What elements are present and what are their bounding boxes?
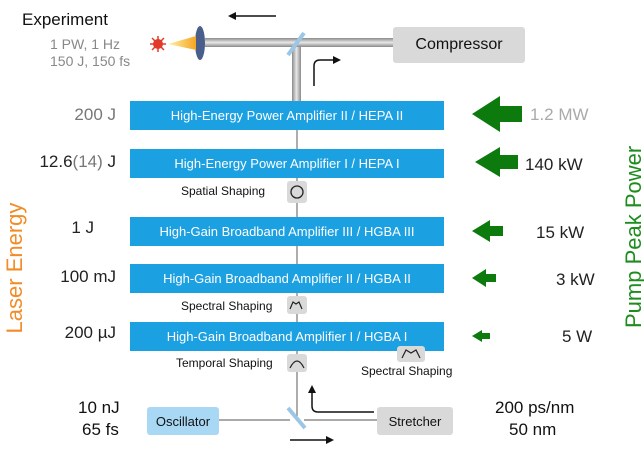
- pump-arrow-hepa2: [472, 96, 522, 132]
- pump-power-hgba3: 15 kW: [536, 223, 585, 242]
- amplifier-hgba2-label: High-Gain Broadband Amplifier II / HGBA …: [163, 271, 411, 286]
- energy-hepa1-unit: J: [102, 152, 116, 171]
- amplifier-hepa2-label: High-Energy Power Amplifier II / HEPA II: [170, 108, 404, 123]
- stretcher-spec-line2: 50 nm: [509, 420, 557, 439]
- stretcher-box: Stretcher: [377, 407, 453, 435]
- pump-power-hgba2: 3 kW: [556, 270, 595, 289]
- stretcher-return-arrow: [311, 388, 374, 413]
- compressor-label: Compressor: [415, 36, 503, 53]
- spectral-side-label: Spectral Shaping: [361, 364, 453, 378]
- spatial-shaping-label: Spatial Shaping: [181, 184, 266, 198]
- vertical-beam-pipe: [292, 47, 301, 101]
- spectrum-profile-icon: [289, 301, 303, 310]
- amplifier-hepa1: High-Energy Power Amplifier I / HEPA I: [130, 149, 444, 178]
- experiment-title: Experiment: [22, 10, 108, 29]
- pump-arrow-hepa1: [475, 147, 518, 177]
- temporal-shaping-label: Temporal Shaping: [176, 356, 273, 370]
- spectral-shaping-label: Spectral Shaping: [181, 299, 273, 313]
- energy-hgba2: 100 mJ: [60, 267, 116, 286]
- experiment-line2: 150 J, 150 fs: [50, 53, 131, 69]
- focused-beam: [168, 36, 196, 50]
- compressor-box: Compressor: [393, 27, 525, 63]
- spatial-shaping-box: [287, 181, 307, 203]
- top-mirror: [286, 31, 306, 57]
- laser-target-starburst: [150, 36, 166, 52]
- spectral-shaping-box: [287, 296, 307, 314]
- oscillator-label: Oscillator: [155, 413, 211, 429]
- pump-power-hepa1: 140 kW: [525, 155, 583, 174]
- oscillator-energy-line1: 10 nJ: [78, 398, 120, 417]
- amplifier-hgba2: High-Gain Broadband Amplifier II / HGBA …: [130, 264, 444, 293]
- stretcher-spec-line1: 200 ps/nm: [495, 398, 575, 417]
- compressor-turn-arrow: [313, 59, 338, 86]
- amplifier-hepa1-label: High-Energy Power Amplifier I / HEPA I: [174, 156, 400, 171]
- circle-aperture-icon: [290, 185, 304, 199]
- energy-hepa2: 200 J: [74, 105, 116, 124]
- pump-arrow-hgba2: [472, 269, 496, 287]
- bottom-mirror: [286, 406, 307, 430]
- energy-hgba1: 200 µJ: [64, 323, 116, 342]
- amplifier-hgba1-label: High-Gain Broadband Amplifier I / HGBA I: [166, 329, 408, 344]
- oscillator-energy-line2: 65 fs: [82, 420, 119, 439]
- laser-energy-axis-title: Laser Energy: [2, 202, 27, 334]
- amplifier-hepa2: High-Energy Power Amplifier II / HEPA II: [130, 101, 444, 130]
- pump-arrow-hgba1: [472, 330, 490, 342]
- energy-hepa1: 12.6(14) J: [6, 152, 116, 172]
- amplifier-hgba3-label: High-Gain Broadband Amplifier III / HGBA…: [159, 224, 415, 239]
- temporal-profile-icon: [289, 360, 305, 369]
- pump-power-hgba1: 5 W: [562, 327, 593, 346]
- energy-hepa1-paren: (14): [72, 152, 103, 171]
- pump-power-hepa2: 1.2 MW: [530, 105, 589, 124]
- amplifier-hgba3: High-Gain Broadband Amplifier III / HGBA…: [130, 217, 444, 246]
- pump-arrow-hgba3: [472, 220, 503, 242]
- stretcher-label: Stretcher: [388, 413, 442, 429]
- focusing-lens: [195, 26, 205, 60]
- spectral-side-box: [397, 346, 425, 362]
- oscillator-box: Oscillator: [147, 407, 219, 435]
- energy-hepa1-main: 12.6: [39, 152, 73, 171]
- experiment-line1: 1 PW, 1 Hz: [50, 36, 121, 52]
- spectral-side-profile-icon: [401, 349, 421, 359]
- energy-hgba3: 1 J: [71, 218, 94, 237]
- pump-peak-power-axis-title: Pump Peak Power: [621, 145, 644, 328]
- amplifier-hgba1: High-Gain Broadband Amplifier I / HGBA I: [130, 322, 444, 351]
- temporal-shaping-box: [287, 354, 307, 372]
